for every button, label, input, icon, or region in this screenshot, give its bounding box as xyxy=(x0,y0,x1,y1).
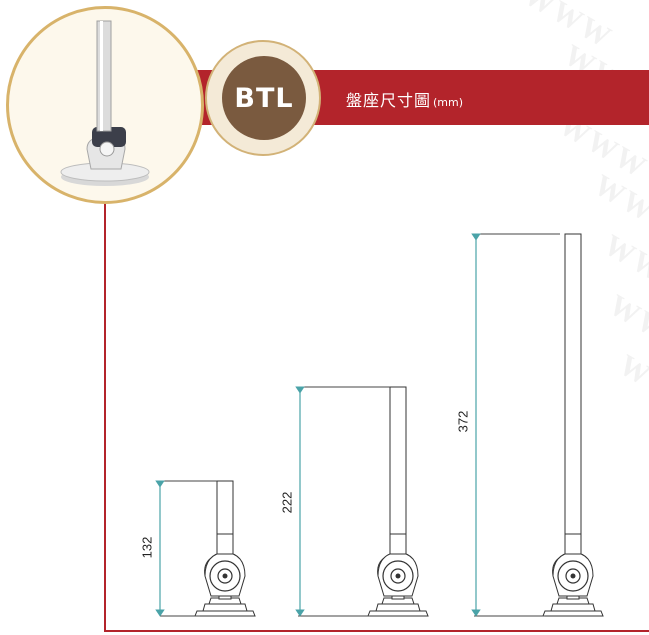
pole-tall xyxy=(564,233,582,546)
page-title: 盤座尺寸圖(mm) xyxy=(346,87,463,111)
frame-line-vertical xyxy=(104,200,106,632)
dimension-label-132: 132 xyxy=(139,536,155,559)
stand-tall xyxy=(542,233,604,617)
stand-medium xyxy=(367,386,429,617)
dimension-label-222: 222 xyxy=(279,491,295,514)
product-photo xyxy=(6,6,204,204)
title-unit: (mm) xyxy=(433,96,464,109)
title-label: 盤座尺寸圖 xyxy=(346,91,432,110)
dimension-label-372: 372 xyxy=(455,410,471,433)
pole-medium xyxy=(389,386,407,546)
stand-short xyxy=(194,480,256,617)
model-badge: BTL xyxy=(222,56,306,140)
frame-line-bottom xyxy=(104,630,649,632)
model-badge-label: BTL xyxy=(234,82,294,114)
product-photo-illustration xyxy=(60,20,150,186)
